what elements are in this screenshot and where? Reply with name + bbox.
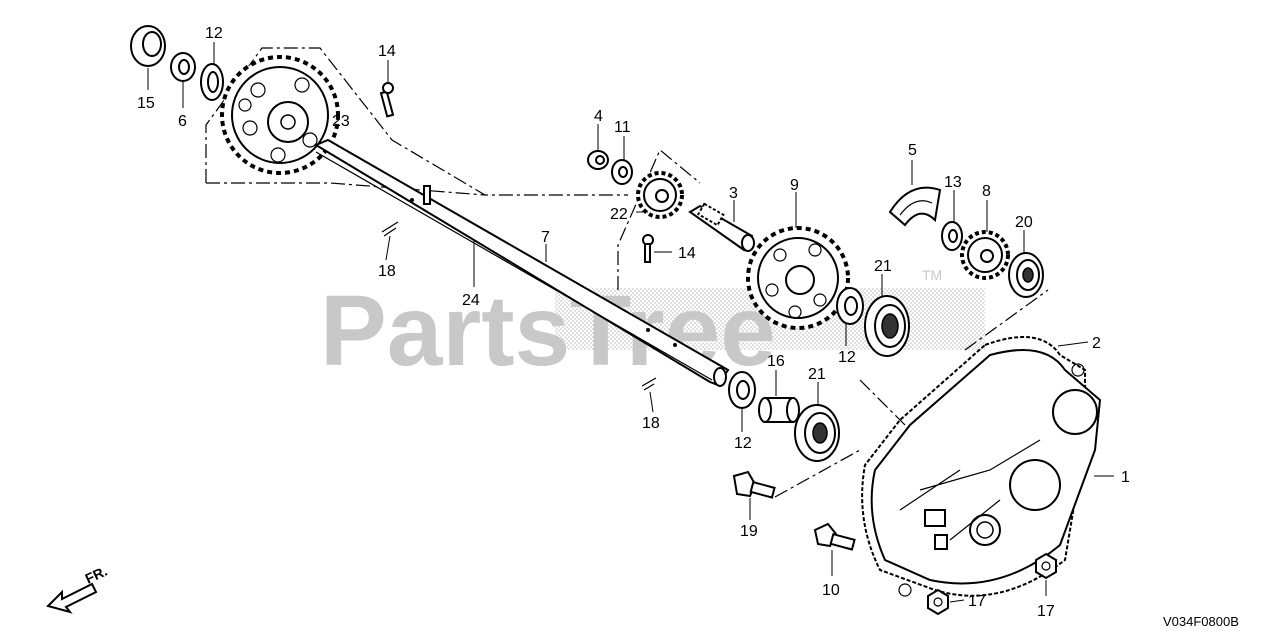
callout-19: 19 [740, 523, 758, 540]
part-4-collar [587, 150, 609, 170]
outline-upper-bottom [206, 182, 486, 196]
part-22-gear [636, 171, 684, 219]
callout-14-mid: 14 [678, 245, 696, 262]
part-21-bearing-mid [864, 295, 910, 357]
callout-10: 10 [822, 582, 840, 599]
callout-14-top: 14 [378, 43, 396, 60]
callout-24: 24 [462, 292, 480, 309]
outline-case-left [859, 379, 906, 426]
part-1-gear-case [870, 349, 1102, 597]
callout-21-mid: 21 [874, 258, 892, 275]
callout-9: 9 [790, 177, 799, 194]
part-14-pin-mid [642, 234, 654, 263]
part-5-seal [888, 186, 942, 227]
callout-11: 11 [614, 119, 631, 136]
diagram-code: V034F0800B [1163, 614, 1239, 629]
part-6-washer [170, 52, 196, 82]
callout-5: 5 [908, 142, 917, 159]
callout-17-left: 17 [968, 593, 986, 610]
callout-13: 13 [944, 174, 962, 191]
callout-7: 7 [541, 229, 550, 246]
part-10-stud [813, 522, 856, 551]
part-8-gear [960, 230, 1010, 280]
part-14-pin-top [379, 82, 395, 118]
part-24-shaft [313, 138, 730, 387]
callout-18-top: 18 [378, 263, 396, 280]
callout-12-mid: 12 [838, 349, 856, 366]
callout-21-bottom: 21 [808, 366, 826, 383]
callout-12-bottom: 12 [734, 435, 752, 452]
outline-case-right [964, 289, 1049, 351]
watermark-tm: TM [922, 267, 942, 283]
leader-lines [147, 42, 1114, 603]
part-21-bearing-bottom [794, 404, 840, 462]
assembly-outlines [205, 47, 1049, 498]
callout-3: 3 [729, 185, 738, 202]
direction-label: FR. [83, 563, 110, 587]
front-direction-arrow: FR. [46, 563, 110, 614]
part-12-washer-bottom [728, 371, 756, 409]
callout-16: 16 [767, 353, 785, 370]
callout-1: 1 [1121, 469, 1130, 486]
part-20-bearing [1008, 252, 1044, 298]
callout-12-top: 12 [205, 25, 223, 42]
callout-22: 22 [610, 206, 628, 223]
part-3-shaft [688, 202, 755, 252]
part-9-gear [746, 226, 850, 330]
part-12-washer-mid [836, 287, 864, 325]
arrow-icon [46, 582, 98, 614]
part-23-gear [220, 55, 340, 175]
part-18-clip-top [381, 221, 399, 237]
callout-4: 4 [594, 108, 603, 125]
outline-bolt [774, 449, 861, 498]
part-17-nut-right [1035, 552, 1057, 580]
callouts: 1 2 3 4 5 6 7 8 9 10 11 12 12 12 13 14 1… [137, 25, 1130, 620]
callout-8: 8 [982, 183, 991, 200]
part-13-washer [941, 221, 963, 251]
callout-2: 2 [1092, 335, 1101, 352]
callout-18-bottom: 18 [642, 415, 660, 432]
callout-6: 6 [178, 113, 187, 130]
part-19-bolt [732, 470, 776, 499]
callout-15: 15 [137, 95, 155, 112]
part-18-clip-bottom [641, 377, 657, 391]
part-11-washer [611, 159, 633, 185]
callout-23: 23 [332, 113, 350, 130]
callout-20: 20 [1015, 214, 1033, 231]
callout-17-right: 17 [1037, 603, 1055, 620]
part-17-nut-left [927, 588, 949, 616]
part-2-gasket [861, 336, 1086, 597]
part-15-seal [130, 25, 166, 67]
part-12-washer-top [200, 63, 224, 101]
part-16-bushing [758, 397, 800, 423]
